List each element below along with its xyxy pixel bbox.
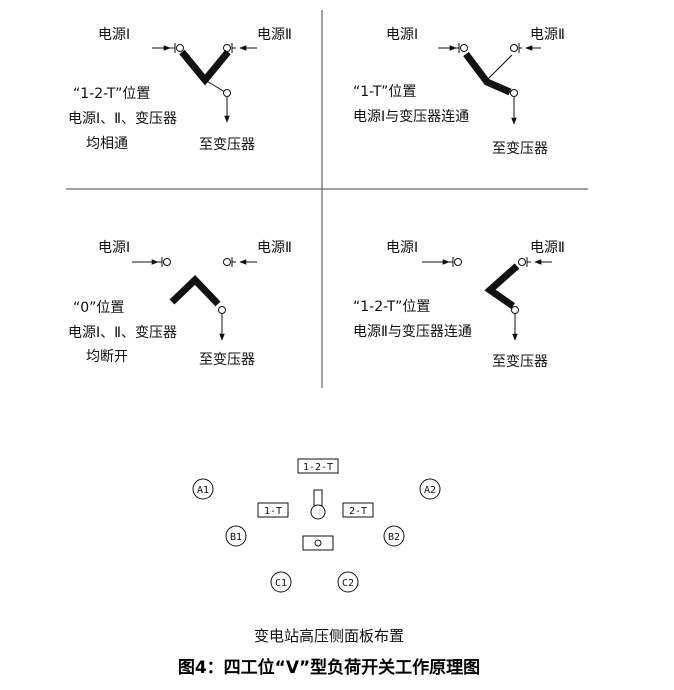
- desc-line-2: 均相通: [86, 136, 128, 152]
- lamp-c1: [270, 571, 292, 593]
- source-2-contact: [510, 44, 518, 52]
- position-box-label: 1-T: [264, 506, 282, 517]
- selector-handle[interactable]: [313, 489, 323, 507]
- source-1-label: 电源Ⅰ: [98, 240, 130, 256]
- v-blade: [179, 49, 231, 86]
- source-1-contact: [163, 258, 171, 266]
- panel-bottom-right: 电源Ⅰ 电源Ⅱ “1-2-T”位置 电源Ⅱ与变压器连通 至变压器: [353, 240, 565, 370]
- source-1-label: 电源Ⅰ: [386, 240, 418, 256]
- source-2-contact: [518, 258, 526, 266]
- desc-line-1: 电源Ⅰ、Ⅱ、变压器: [68, 111, 177, 127]
- layout-caption: 变电站高压侧面板布置: [254, 627, 404, 645]
- lamp-a1: [192, 478, 214, 500]
- lamp-b1: [225, 525, 247, 547]
- panel-top-left: 电源Ⅰ 电源Ⅱ “1-2-T”位置 电源Ⅰ、Ⅱ、变压器 均相通 至变压器: [68, 27, 292, 153]
- desc-line-1: 电源Ⅰ与变压器连通: [353, 109, 469, 125]
- source-2-label: 电源Ⅱ: [530, 27, 565, 43]
- source-2-label: 电源Ⅱ: [257, 27, 292, 43]
- desc-line-1: 电源Ⅱ与变压器连通: [353, 324, 472, 340]
- position-box-label: 1-2-T: [303, 462, 333, 473]
- transformer-contact: [223, 89, 231, 97]
- v-blade: [463, 51, 512, 96]
- desc-line-1: 电源Ⅰ、Ⅱ、变压器: [68, 325, 177, 341]
- position-label: “1-2-T”位置: [353, 299, 430, 315]
- position-label: “1-2-T”位置: [73, 86, 150, 102]
- position-label: “1-T”位置: [353, 84, 416, 100]
- to-transformer-label: 至变压器: [199, 137, 255, 153]
- transformer-contact: [510, 89, 518, 97]
- to-transformer-label: 至变压器: [492, 354, 548, 370]
- to-transformer-label: 至变压器: [199, 352, 255, 368]
- lamp-label: C1: [275, 578, 287, 589]
- panel-layout: 1-2-T 1-T 2-T A1 A2 B1 B2 C1 C2: [192, 458, 441, 593]
- source-1-contact: [460, 44, 468, 52]
- source-1-label: 电源Ⅰ: [386, 27, 418, 43]
- transformer-contact: [218, 306, 226, 314]
- lamp-label: B1: [230, 532, 242, 543]
- lamp-label: A1: [197, 485, 209, 496]
- position-box-1-t: [257, 502, 289, 518]
- panel-bottom-left: 电源Ⅰ 电源Ⅱ “0”位置 电源Ⅰ、Ⅱ、变压器 均断开 至变压器: [68, 240, 292, 368]
- key-hole: [314, 539, 322, 547]
- lamp-a2: [419, 478, 441, 500]
- lamp-label: C2: [342, 578, 354, 589]
- source-1-contact: [176, 44, 184, 52]
- lamp-b2: [383, 525, 405, 547]
- v-blade: [169, 275, 221, 307]
- desc-line-2: 均断开: [86, 349, 128, 365]
- source-2-contact: [223, 44, 231, 52]
- lamp-c2: [337, 571, 359, 593]
- source-1-label: 电源Ⅰ: [98, 27, 130, 43]
- position-box-2-t: [342, 502, 374, 518]
- position-label: “0”位置: [73, 300, 124, 316]
- v-blade: [484, 263, 520, 309]
- selector-knob[interactable]: [310, 504, 326, 520]
- position-box-label: 2-T: [349, 506, 367, 517]
- lamp-label: A2: [424, 485, 436, 496]
- panel-top-right: 电源Ⅰ 电源Ⅱ “1-T”位置 电源Ⅰ与变压器连通 至变压器: [353, 27, 565, 157]
- source-2-label: 电源Ⅱ: [257, 240, 292, 256]
- position-box-1-2-t: [297, 458, 339, 474]
- figure-title: 图4：四工位“V”型负荷开关工作原理图: [178, 657, 480, 678]
- source-2-label: 电源Ⅱ: [530, 240, 565, 256]
- source-2-contact: [223, 258, 231, 266]
- transformer-contact: [511, 306, 519, 314]
- to-transformer-label: 至变压器: [492, 141, 548, 157]
- lamp-label: B2: [388, 532, 400, 543]
- source-1-contact: [454, 258, 462, 266]
